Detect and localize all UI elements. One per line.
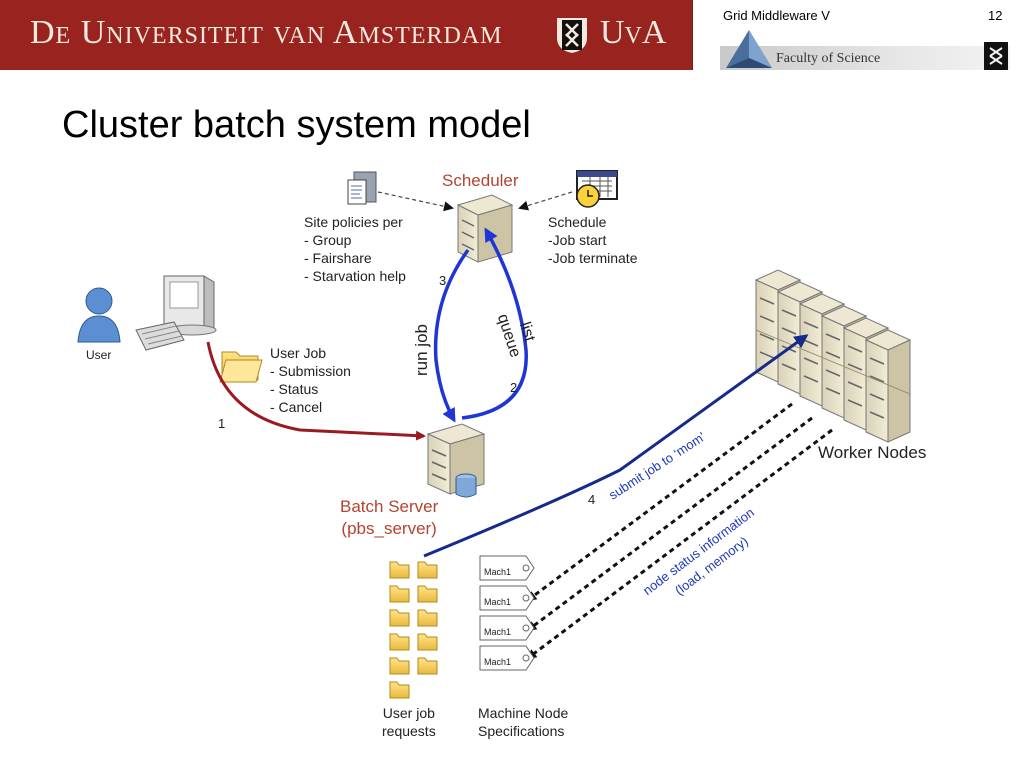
run-job-arrow [433, 248, 470, 423]
banner-abbrev: UvA [600, 14, 667, 51]
course-title: Grid Middleware V [723, 8, 830, 23]
step-3-label: 3 [439, 273, 447, 288]
policy-document-icon [347, 171, 377, 205]
faculty-logo-icon [726, 30, 772, 68]
step-2-label: 2 [510, 380, 518, 395]
user-job-requests-label: User job requests [382, 705, 436, 739]
submit-arrow [206, 341, 426, 441]
user-computer-icon [135, 275, 217, 351]
step-1-label: 1 [218, 416, 226, 431]
faculty-label: Faculty of Science [776, 51, 881, 66]
user-label: User [86, 348, 112, 362]
uva-crest-icon [557, 18, 587, 53]
batch-server-label: Batch Server (pbs_server) [340, 497, 439, 538]
user-person-icon [77, 287, 121, 343]
university-banner: De Universiteit van Amsterdam UvA [0, 0, 693, 70]
node-status-arrow-1 [526, 402, 793, 602]
schedule-to-scheduler-arrow [518, 191, 573, 211]
worker-nodes-cluster-icon [754, 269, 912, 443]
mach-tag-2: Mach1 [484, 597, 512, 607]
machine-node-specs-label: Machine Node Specifications [478, 705, 569, 739]
mach-tag-4: Mach1 [484, 657, 512, 667]
run-job-label: run job [412, 324, 431, 376]
site-policies-label: Site policies per - Group - Fairshare - … [304, 214, 406, 284]
page-number: 12 [988, 8, 1003, 23]
faculty-crest-icon [984, 42, 1008, 70]
submit-job-mom-arrow [423, 334, 809, 558]
list-queue-arrow [461, 227, 528, 420]
banner-title: De Universiteit van Amsterdam [30, 14, 503, 51]
mach-tag-1: Mach1 [484, 567, 512, 577]
scheduler-label: Scheduler [442, 171, 519, 190]
schedule-label: Schedule -Job start -Job terminate [548, 214, 638, 266]
worker-nodes-label: Worker Nodes [818, 443, 927, 462]
machine-spec-tags [479, 555, 535, 671]
mach-tag-3: Mach1 [484, 627, 512, 637]
slide-title: Cluster batch system model [62, 104, 531, 146]
step-4-label: 4 [588, 492, 596, 507]
user-job-folder-icon [219, 351, 263, 383]
user-job-label: User Job - Submission - Status - Cancel [270, 345, 351, 415]
batch-server-icon [426, 423, 486, 498]
job-request-folders [389, 561, 438, 699]
calendar-clock-icon [576, 170, 618, 208]
node-status-arrow-3 [526, 428, 833, 660]
policy-to-scheduler-arrow [377, 191, 454, 212]
